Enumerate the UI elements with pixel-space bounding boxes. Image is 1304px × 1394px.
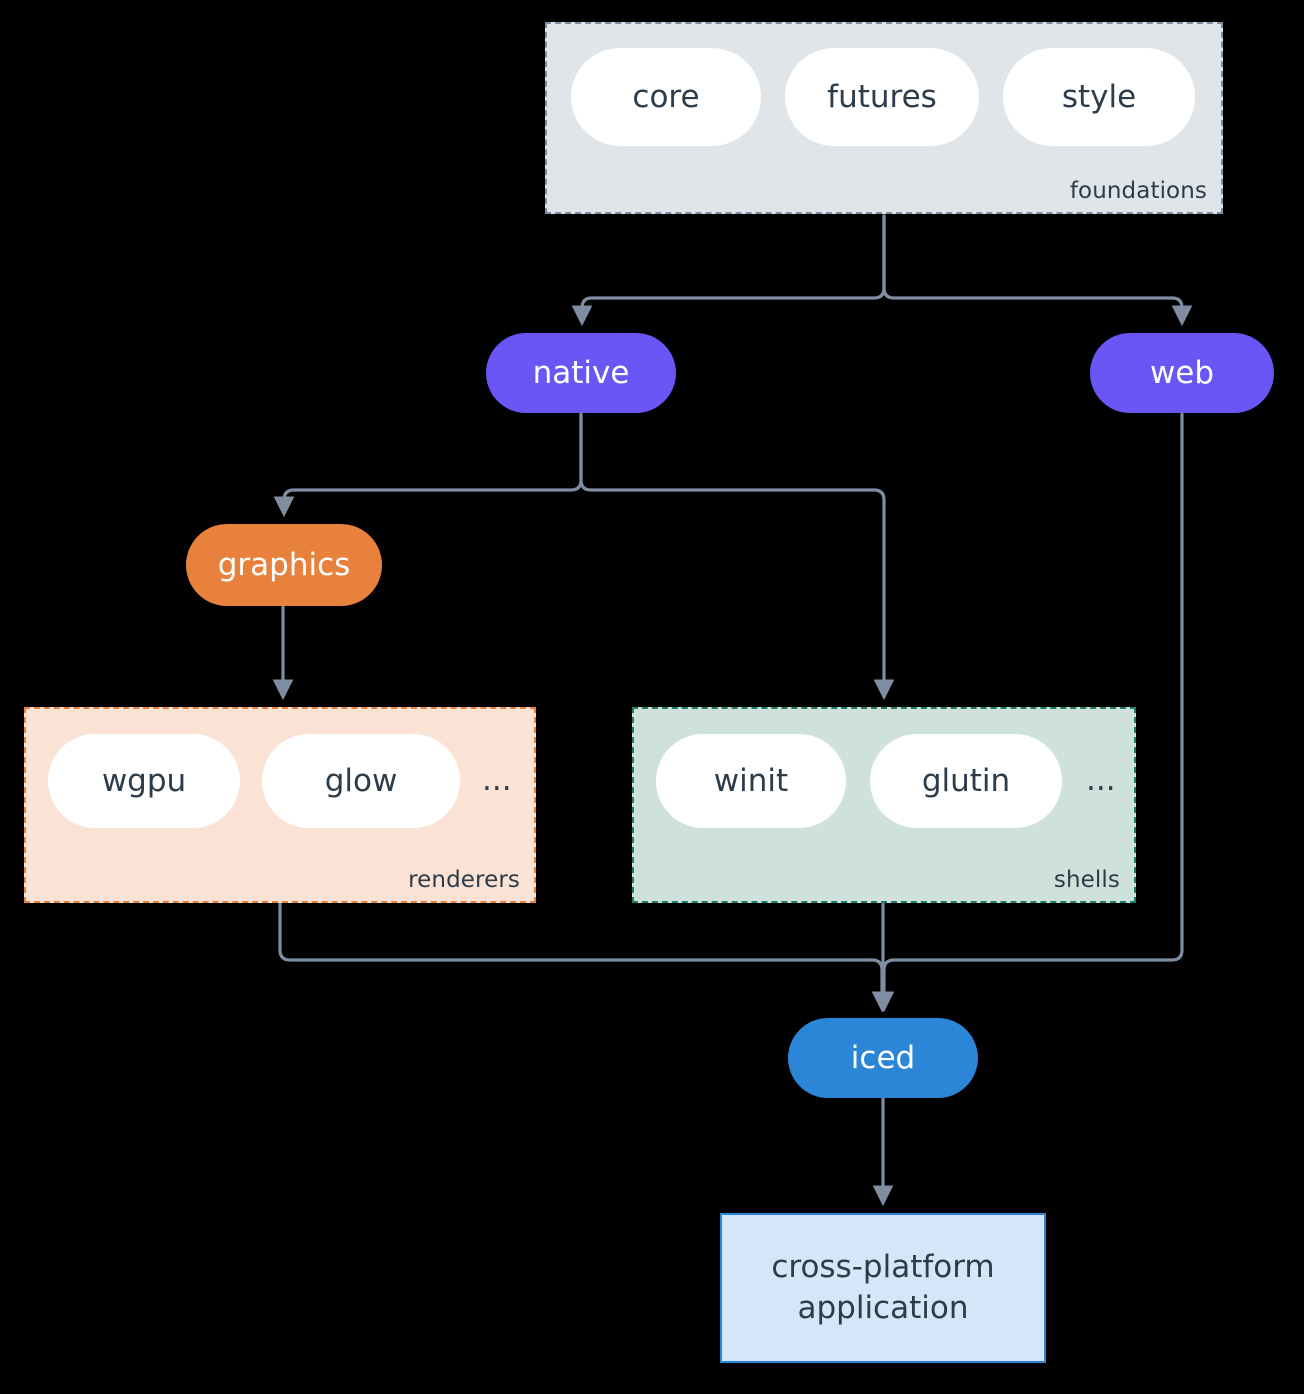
pill-core[interactable]: core: [571, 48, 761, 146]
node-graphics[interactable]: graphics: [186, 524, 382, 606]
application-line-1: cross-platform: [771, 1249, 995, 1286]
edge-renderers-iced: [278, 902, 893, 1013]
node-iced[interactable]: iced: [788, 1018, 978, 1098]
edge-native-graphics: [273, 412, 583, 518]
pill-style[interactable]: style: [1003, 48, 1195, 146]
edge-foundations-web: [882, 214, 1193, 327]
application-box[interactable]: cross-platform application: [720, 1213, 1046, 1363]
node-native[interactable]: native: [486, 333, 676, 413]
application-line-2: application: [797, 1290, 969, 1326]
pill-glow[interactable]: glow: [262, 734, 460, 828]
cluster-label-renderers: renderers: [408, 867, 520, 893]
cluster-label-foundations: foundations: [1069, 178, 1207, 204]
renderers-ellipsis: ...: [482, 762, 512, 798]
edge-foundations-native: [571, 214, 886, 327]
pill-winit[interactable]: winit: [656, 734, 846, 828]
edge-native-shells: [579, 412, 895, 701]
shells-ellipsis: ...: [1086, 762, 1116, 798]
pill-futures[interactable]: futures: [785, 48, 979, 146]
pill-glutin[interactable]: glutin: [870, 734, 1062, 828]
pill-wgpu[interactable]: wgpu: [48, 734, 240, 828]
node-web[interactable]: web: [1090, 333, 1274, 413]
cluster-label-shells: shells: [1053, 867, 1120, 893]
